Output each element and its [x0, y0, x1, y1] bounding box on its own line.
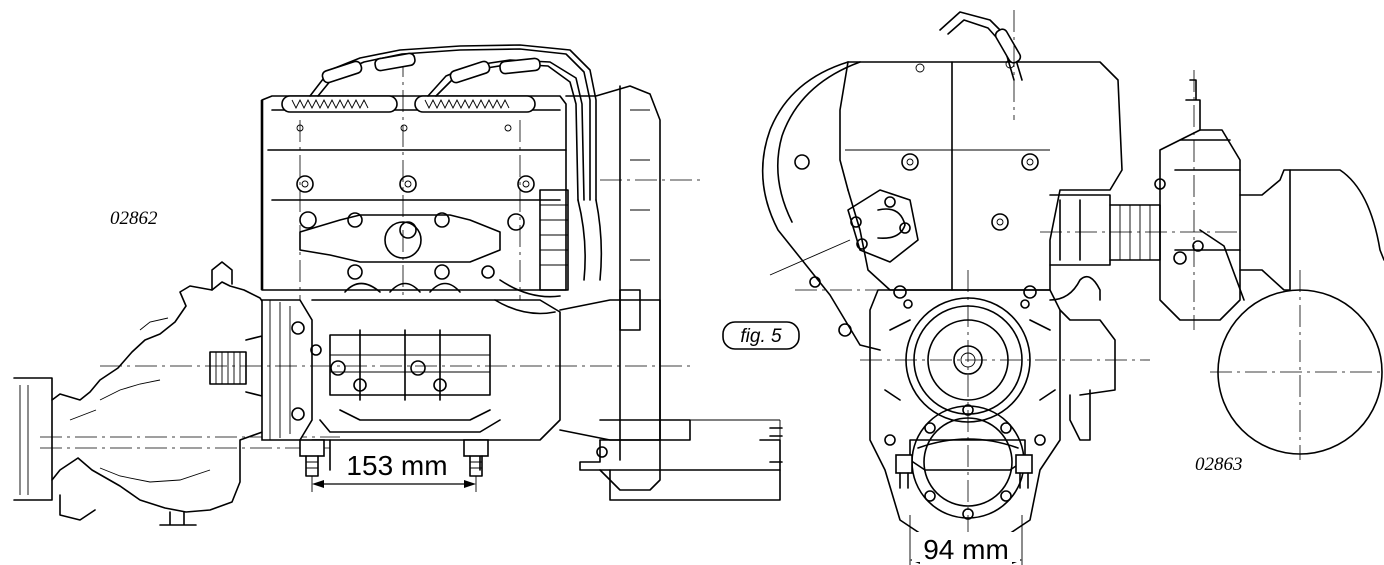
end-view-housing — [761, 10, 1123, 351]
engine-end-view: 94 mm 02863 — [761, 10, 1384, 565]
dimension-153-label: 153 mm — [346, 450, 447, 481]
carburetor — [1154, 70, 1384, 460]
figure-label-text: fig. 5 — [740, 326, 782, 347]
cylinder-head — [260, 55, 567, 300]
ignition-cables — [309, 44, 603, 281]
dimension-153: 153 mm — [311, 450, 477, 492]
figure-label: fig. 5 — [722, 321, 800, 350]
left-reference-number: 02862 — [110, 208, 158, 229]
pto-shaft — [100, 299, 690, 441]
dimension-94-label: 94 mm — [923, 534, 1009, 565]
exhaust-pipe — [579, 419, 783, 501]
end-view-intake — [1040, 194, 1240, 441]
end-view-crankcase — [860, 270, 1150, 541]
dimension-94: 94 mm — [909, 515, 1023, 565]
right-reference-number: 02863 — [1195, 454, 1243, 475]
engine-side-view: 153 mm 02862 — [13, 44, 783, 526]
fan-housing — [494, 85, 700, 491]
